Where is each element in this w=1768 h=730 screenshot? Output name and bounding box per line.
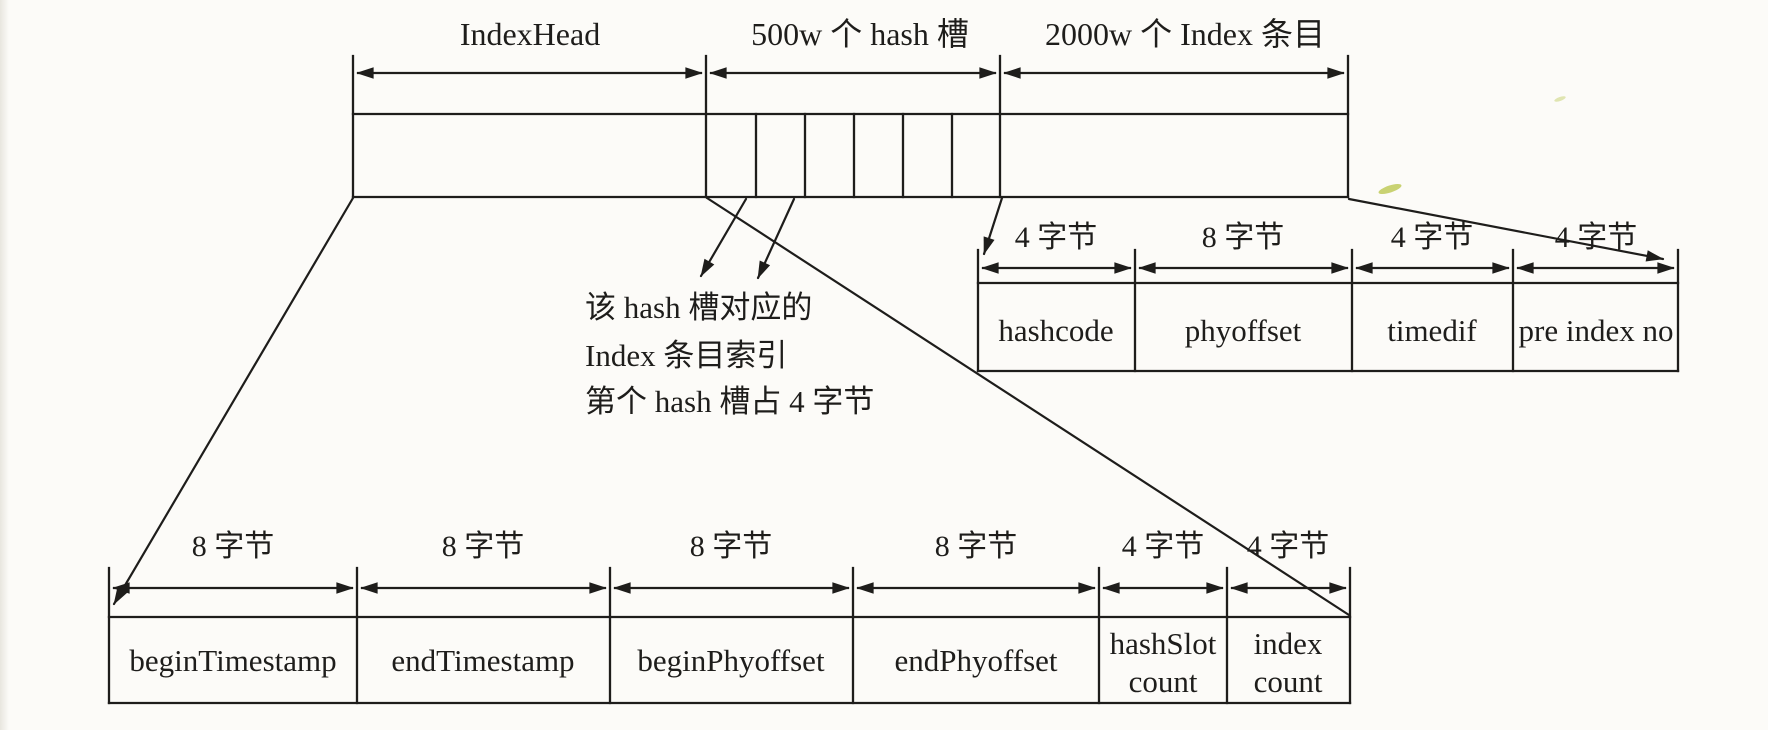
- entry-size-phyoffset: 8 字节: [1202, 221, 1285, 254]
- entry-size-preindexno: 4 字节: [1555, 221, 1638, 254]
- head-field-indexcount: index count: [1254, 626, 1323, 699]
- head-size-endphyoffset: 8 字节: [935, 530, 1018, 563]
- svg-text:count: count: [1254, 664, 1323, 699]
- index-head-table: 8 字节 8 字节 8 字节 8 字节 4 字节 4 字节 beginTimes…: [107, 530, 1352, 705]
- hash-slot-note: 该 hash 槽对应的 Index 条目索引 第个 hash 槽占 4 字节: [585, 290, 874, 419]
- connector-indexhead-right: [705, 196, 1351, 617]
- hash-slot-dividers: [754, 112, 954, 199]
- hash-slot-note-line-3: 第个 hash 槽占 4 字节: [585, 384, 874, 419]
- highlighter-speck: [1554, 96, 1566, 102]
- svg-text:index: index: [1254, 626, 1323, 661]
- entry-size-timedif: 4 字节: [1391, 221, 1474, 254]
- entry-field-hashcode: hashcode: [998, 313, 1113, 348]
- hash-slot-note-arrow-1: [699, 197, 748, 278]
- scan-artifacts: [1378, 96, 1566, 194]
- head-size-beginphyoffset: 8 字节: [690, 530, 773, 563]
- head-field-endphyoffset: endPhyoffset: [894, 643, 1057, 678]
- head-field-hashslotcount: hashSlot count: [1110, 626, 1217, 699]
- head-field-endtimestamp: endTimestamp: [391, 643, 574, 678]
- hash-slot-note-line-1: 该 hash 槽对应的: [585, 290, 812, 325]
- hash-slot-note-line-2: Index 条目索引: [585, 338, 787, 373]
- scanned-page-edge: [0, 0, 9, 730]
- head-size-endtimestamp: 8 字节: [442, 530, 525, 563]
- entry-size-hashcode: 4 字节: [1015, 221, 1098, 254]
- hash-slot-note-arrow-2: [756, 197, 796, 280]
- entry-field-preindexno: pre index no: [1519, 313, 1674, 348]
- head-size-hashslotcount: 4 字节: [1122, 530, 1205, 563]
- connector-indexhead-left: [112, 196, 355, 606]
- entry-field-phyoffset: phyoffset: [1185, 313, 1302, 348]
- label-hash-slots: 500w 个 hash 槽: [751, 16, 969, 52]
- projection-lines: [112, 196, 1665, 617]
- top-bar-structure: IndexHead 500w 个 hash 槽 2000w 个 Index 条目: [351, 16, 1350, 199]
- connector-entry-right: [1347, 197, 1665, 262]
- connector-entry-left: [982, 196, 1004, 256]
- entry-field-timedif: timedif: [1387, 313, 1477, 348]
- label-indexhead: IndexHead: [460, 16, 600, 52]
- head-size-begintimestamp: 8 字节: [192, 530, 275, 563]
- index-entry-table: 4 字节 8 字节 4 字节 4 字节 hashcode phyoffset t…: [976, 221, 1680, 373]
- label-index-entries: 2000w 个 Index 条目: [1045, 16, 1325, 52]
- head-field-begintimestamp: beginTimestamp: [129, 643, 336, 678]
- highlighter-smudge: [1378, 184, 1402, 194]
- head-size-indexcount: 4 字节: [1247, 530, 1330, 563]
- svg-text:count: count: [1129, 664, 1198, 699]
- head-field-beginphyoffset: beginPhyoffset: [637, 643, 825, 678]
- svg-text:hashSlot: hashSlot: [1110, 626, 1217, 661]
